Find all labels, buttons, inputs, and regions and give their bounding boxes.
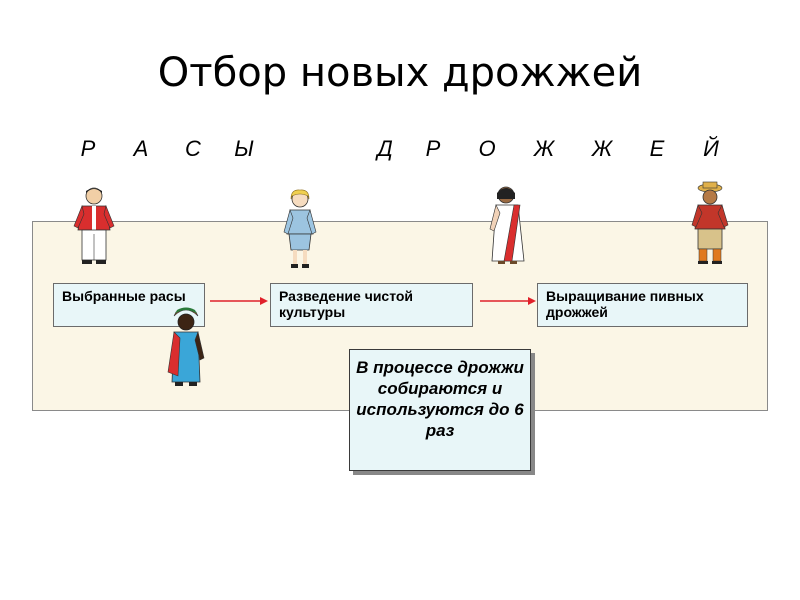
step-box-pure-culture: Разведение чистой культуры: [270, 283, 473, 327]
letter: Ж: [591, 136, 613, 161]
note-callout: В процессе дрожжи собираются и использую…: [349, 349, 531, 471]
letter: Д: [377, 136, 393, 161]
letter: Ы: [234, 136, 254, 161]
businesswoman-figure: [283, 189, 317, 268]
african-woman-figure: [167, 307, 205, 386]
slide-title: Отбор новых дрожжей: [157, 50, 643, 96]
spaced-letters-row: Р А С Ы Д Р О Ж Ж Е Й: [0, 136, 800, 166]
letter: Р: [425, 136, 441, 161]
step-box-selected-races: Выбранные расы: [53, 283, 205, 327]
letter: О: [478, 136, 496, 161]
letter: Ж: [533, 136, 555, 161]
arrow-right-icon: [480, 297, 536, 305]
letter: Е: [649, 136, 665, 161]
letter: Р: [80, 136, 96, 161]
indian-woman-figure: [489, 186, 525, 264]
arrow-right-icon: [210, 297, 268, 305]
step-box-beer-yeast: Выращивание пивных дрожжей: [537, 283, 748, 327]
man-in-hat-figure: [691, 181, 729, 264]
east-asian-man-figure: [73, 187, 115, 264]
letter: А: [133, 136, 149, 161]
letter: Й: [703, 136, 719, 161]
letter: С: [185, 136, 201, 161]
